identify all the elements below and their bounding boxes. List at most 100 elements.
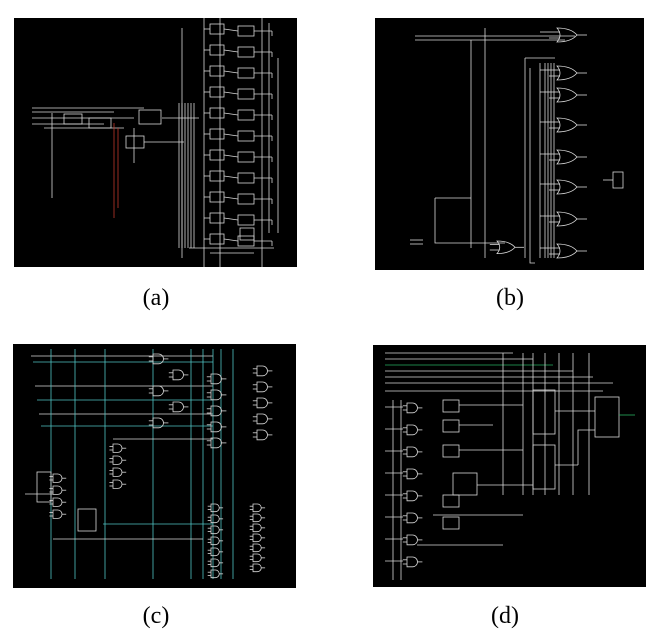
- caption-a: (a): [142, 285, 170, 311]
- logic-cell: [612, 171, 624, 189]
- wire: [223, 28, 239, 32]
- and-gate: [152, 353, 164, 365]
- logic-cell: [532, 389, 556, 435]
- and-gate: [52, 485, 63, 495]
- and-gate: [406, 512, 418, 524]
- logic-cell: [452, 472, 478, 496]
- and-gate: [210, 437, 222, 449]
- wire: [223, 196, 239, 200]
- wire: [577, 429, 595, 465]
- and-gate: [52, 473, 63, 483]
- logic-cell: [209, 191, 225, 203]
- logic-cell: [209, 149, 225, 161]
- logic-cell: [237, 151, 255, 163]
- logic-cell: [442, 494, 460, 508]
- wire: [223, 133, 239, 137]
- logic-cell: [442, 419, 460, 433]
- and-gate: [172, 369, 184, 381]
- and-gate: [252, 523, 262, 533]
- and-gate: [406, 490, 418, 502]
- and-gate: [112, 455, 123, 465]
- and-gate: [152, 385, 164, 397]
- logic-cell: [77, 508, 97, 532]
- logic-cell: [532, 444, 556, 490]
- or-gate: [556, 179, 578, 195]
- and-gate: [210, 514, 220, 524]
- and-gate: [256, 429, 268, 441]
- and-gate: [256, 365, 268, 377]
- and-gate: [112, 467, 123, 477]
- and-gate: [256, 397, 268, 409]
- logic-cell: [138, 109, 162, 125]
- logic-cell: [237, 67, 255, 79]
- and-gate: [406, 534, 418, 546]
- and-gate: [210, 525, 220, 535]
- and-gate: [210, 373, 222, 385]
- and-gate: [252, 503, 262, 513]
- wire: [223, 91, 239, 95]
- caption-c: (c): [142, 603, 170, 629]
- and-gate: [112, 443, 123, 453]
- and-gate: [112, 479, 123, 489]
- logic-cell: [594, 396, 620, 438]
- and-gate: [152, 417, 164, 429]
- schematic-panel-c: [13, 344, 296, 588]
- and-gate: [252, 543, 262, 553]
- logic-cell: [442, 516, 460, 530]
- and-gate: [406, 468, 418, 480]
- and-gate: [210, 536, 220, 546]
- logic-cell: [237, 172, 255, 184]
- schematic-panel-b: [375, 18, 644, 270]
- wire: [223, 238, 239, 242]
- and-gate: [406, 556, 418, 568]
- wire: [223, 112, 239, 116]
- logic-cell: [209, 86, 225, 98]
- wire: [223, 154, 239, 158]
- wire: [434, 198, 505, 244]
- logic-cell: [36, 471, 52, 503]
- wire: [223, 70, 239, 74]
- and-gate: [172, 401, 184, 413]
- logic-cell: [442, 444, 460, 458]
- and-gate: [210, 503, 220, 513]
- and-gate: [406, 424, 418, 436]
- logic-cell: [237, 25, 255, 37]
- and-gate: [406, 402, 418, 414]
- or-gate: [556, 211, 578, 227]
- wire: [223, 217, 239, 221]
- or-gate: [556, 87, 578, 103]
- logic-cell: [237, 109, 255, 121]
- or-gate: [556, 65, 578, 81]
- and-gate: [210, 405, 222, 417]
- and-gate: [252, 563, 262, 573]
- logic-cell: [209, 233, 225, 245]
- schematic-a-drawing: [32, 18, 279, 267]
- logic-cell: [209, 44, 225, 56]
- schematic-panel-d: [373, 345, 646, 587]
- wire: [223, 49, 239, 53]
- wire: [529, 68, 535, 264]
- logic-cell: [209, 65, 225, 77]
- wire: [223, 175, 239, 179]
- schematic-d-drawing: [385, 352, 635, 580]
- and-gate: [210, 569, 220, 579]
- logic-cell: [237, 214, 255, 226]
- or-gate: [556, 243, 578, 259]
- logic-cell: [237, 130, 255, 142]
- or-gate: [556, 117, 578, 133]
- caption-d: (d): [491, 603, 519, 629]
- schematic-b-drawing: [410, 27, 624, 264]
- and-gate: [210, 558, 220, 568]
- or-gate: [496, 240, 516, 255]
- logic-cell: [237, 88, 255, 100]
- and-gate: [256, 413, 268, 425]
- logic-cell: [209, 128, 225, 140]
- logic-cell: [63, 113, 83, 125]
- schematic-c-drawing: [25, 349, 273, 579]
- schematic-panel-a: [14, 18, 297, 267]
- or-gate: [556, 27, 578, 43]
- and-gate: [256, 381, 268, 393]
- logic-cell: [237, 193, 255, 205]
- logic-cell: [209, 23, 225, 35]
- or-gate: [556, 149, 578, 165]
